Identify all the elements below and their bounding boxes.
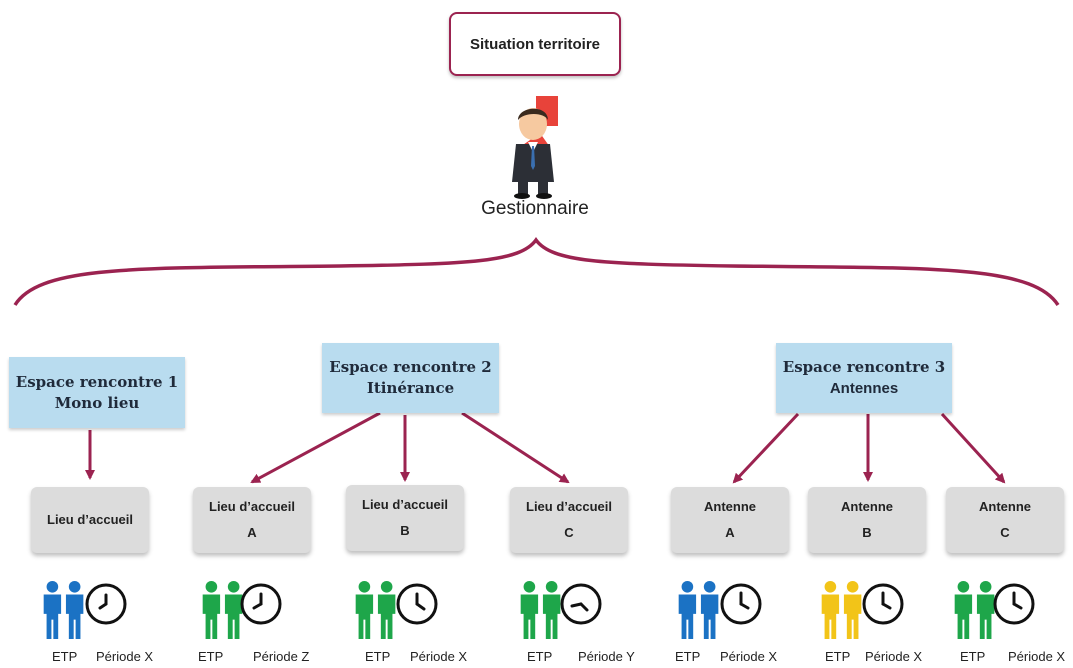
people-icon — [43, 580, 84, 640]
unit-3-letter: B — [400, 523, 410, 538]
clock-icon — [720, 583, 762, 625]
etp-label: ETP — [198, 649, 224, 664]
unit-3-label: Lieu d’accueil — [362, 497, 448, 512]
espace-1-subtitle: Mono lieu — [54, 393, 140, 412]
people-icon — [821, 580, 862, 640]
situation-territoire-box: Situation territoire — [449, 12, 621, 76]
clock-icon — [396, 583, 438, 625]
etp-label: ETP — [527, 649, 553, 664]
arrow-e2-ua — [250, 411, 381, 484]
unit-5-label: Antenne — [704, 499, 756, 514]
espace-3-subtitle: Antennes — [829, 380, 899, 397]
situation-territoire-label: Situation territoire — [469, 35, 600, 53]
espace-2-title: Espace rencontre 2 — [329, 358, 492, 376]
period-label: Période Y — [578, 649, 635, 664]
arrow-e3-aa — [732, 412, 800, 484]
unit-7-label: Antenne — [979, 499, 1031, 514]
lieu-accueil-b-box: Lieu d’accueil B — [346, 485, 464, 551]
espace-2-subtitle: Itinérance — [366, 379, 455, 397]
unit-6-letter: B — [862, 525, 872, 540]
people-icon — [678, 580, 719, 640]
unit-6-label: Antenne — [841, 499, 893, 514]
clock-icon — [862, 583, 904, 625]
etp-label: ETP — [365, 649, 391, 664]
clock-icon — [85, 583, 127, 625]
lieu-accueil-box: Lieu d’accueil — [31, 487, 149, 553]
etp-label: ETP — [825, 649, 851, 664]
people-icon — [355, 580, 396, 640]
espace-rencontre-3-box: Espace rencontre 3 Antennes — [776, 343, 952, 413]
etp-label: ETP — [675, 649, 701, 664]
people-icon — [202, 580, 243, 640]
people-icon — [520, 580, 561, 640]
unit-2-letter: A — [247, 525, 257, 540]
clock-icon — [993, 583, 1035, 625]
espace-1-title: Espace rencontre 1 — [15, 372, 179, 391]
antenne-c-box: Antenne C — [946, 487, 1064, 553]
period-label: Période X — [96, 649, 154, 664]
period-label: Période X — [1008, 649, 1066, 664]
clock-icon — [240, 583, 282, 625]
unit-4-label: Lieu d’accueil — [526, 499, 612, 514]
period-label: Période X — [865, 649, 923, 664]
period-label: Période X — [720, 649, 778, 664]
clock-icon — [560, 583, 602, 625]
espace-3-title: Espace rencontre 3 — [782, 358, 946, 376]
brace-connector — [13, 237, 1060, 306]
espace-rencontre-2-box: Espace rencontre 2 Itinérance — [322, 343, 499, 413]
lieu-accueil-c-box: Lieu d’accueil C — [510, 487, 628, 553]
antenne-a-box: Antenne A — [671, 487, 789, 553]
espace-rencontre-1-box: Espace rencontre 1 Mono lieu — [9, 357, 185, 428]
manager-illustration — [512, 96, 558, 199]
unit-2-label: Lieu d’accueil — [209, 499, 295, 514]
etp-label: ETP — [960, 649, 986, 664]
arrow-e3-ac — [940, 412, 1006, 484]
unit-7-letter: C — [1000, 525, 1010, 540]
people-icon — [954, 580, 995, 640]
unit-1-label: Lieu d’accueil — [47, 512, 133, 527]
manager-label: Gestionnaire — [481, 198, 589, 219]
unit-4-letter: C — [564, 525, 574, 540]
period-label: Période X — [410, 649, 468, 664]
arrow-e2-uc — [461, 411, 570, 484]
etp-label: ETP — [52, 649, 78, 664]
antenne-b-box: Antenne B — [808, 487, 926, 553]
period-label: Période Z — [253, 649, 310, 664]
unit-5-letter: A — [725, 525, 735, 540]
lieu-accueil-a-box: Lieu d’accueil A — [193, 487, 311, 553]
